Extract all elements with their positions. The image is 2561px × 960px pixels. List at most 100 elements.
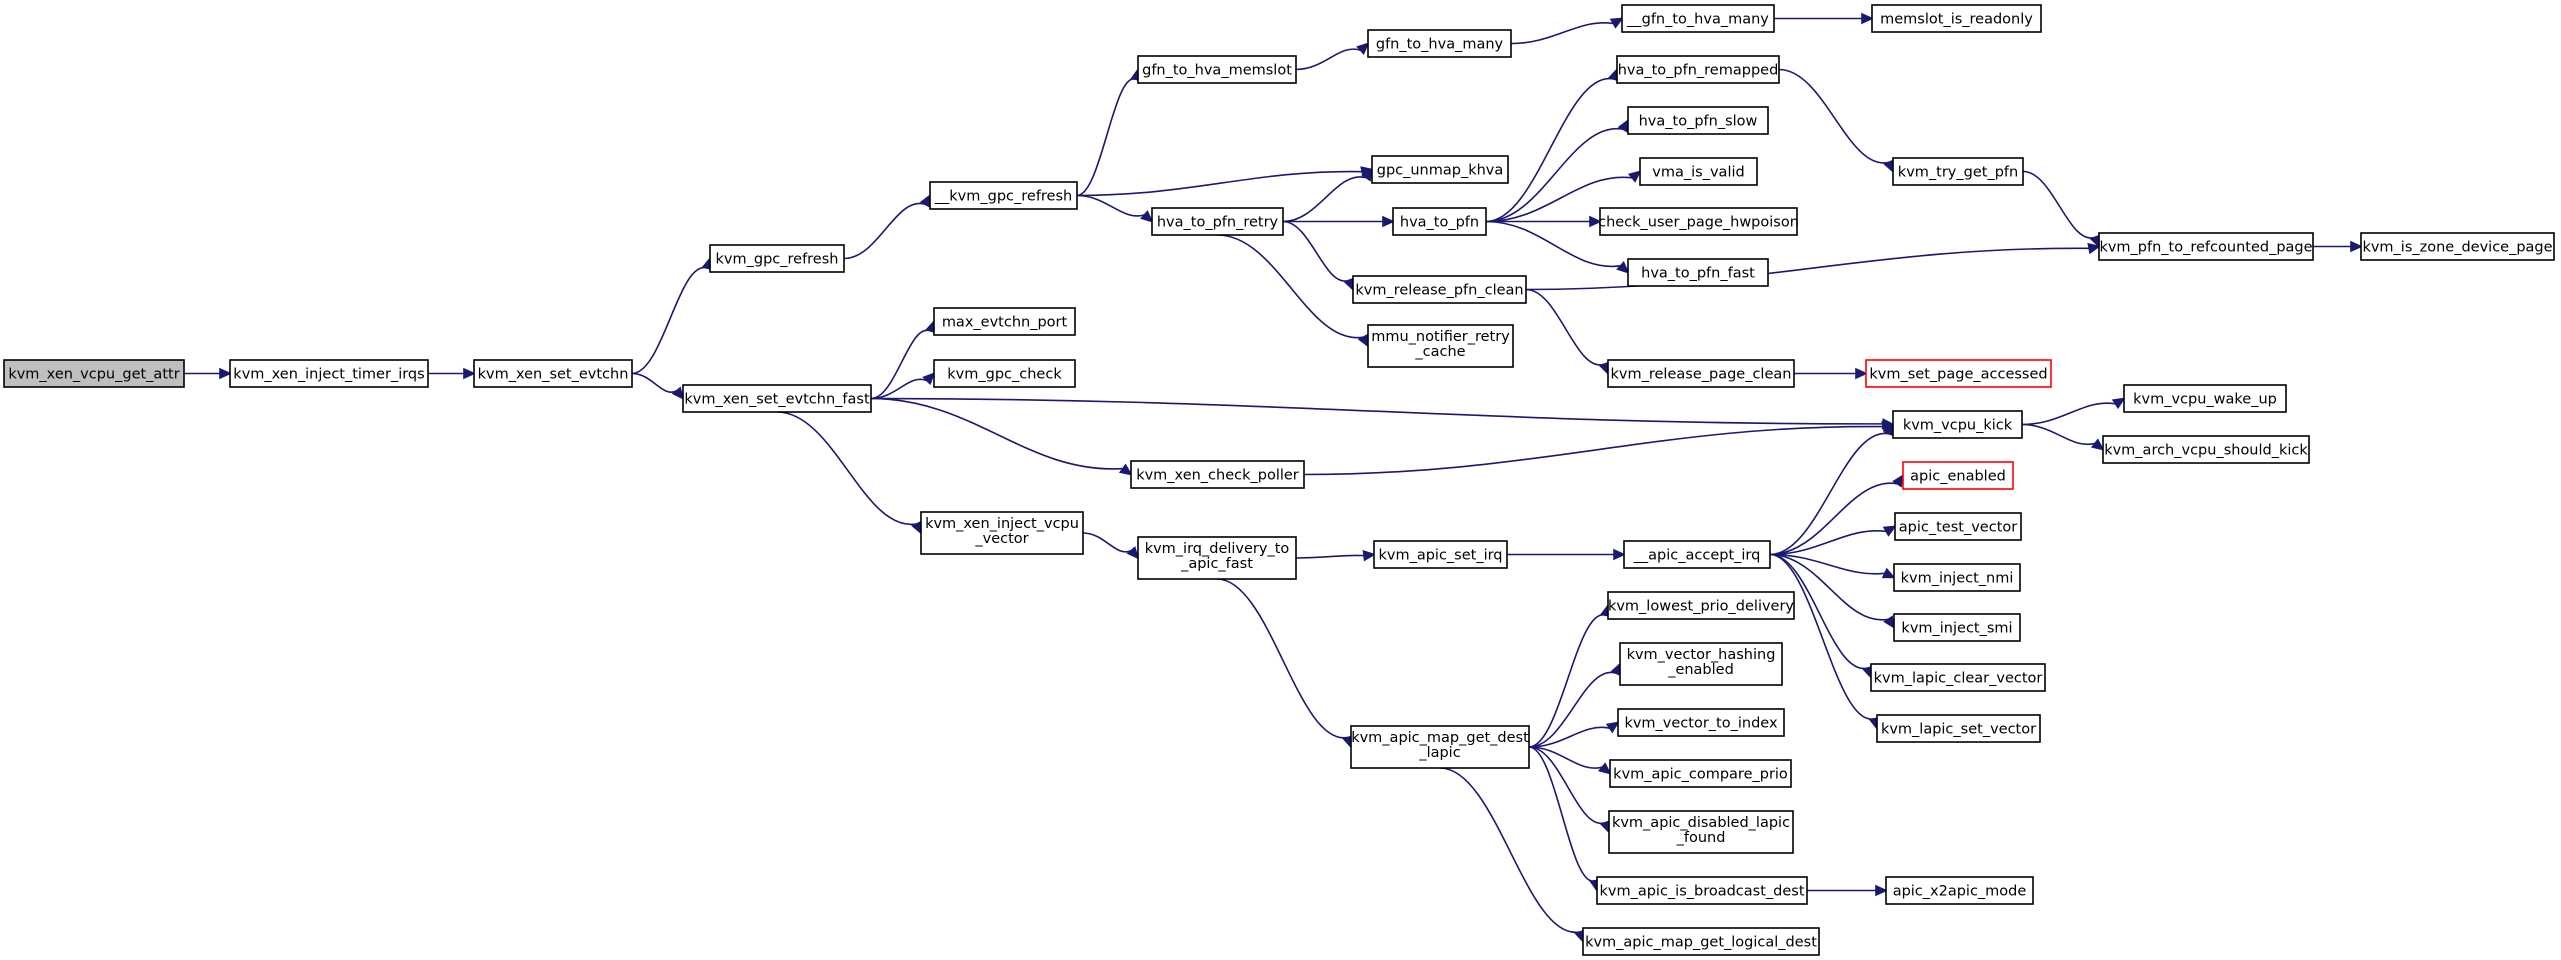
node-label: kvm_vector_hashing [1627, 647, 1776, 663]
edge-gfn-to-hva-memslot-to-gfn-to-hva-many [1295, 42, 1370, 71]
edge-apic-accept-irq-to-inject-smi [1769, 553, 1896, 630]
node-vcpu-wake-up[interactable]: kvm_vcpu_wake_up [2123, 384, 2287, 413]
node-box [2098, 232, 2314, 261]
node-hva-to-pfn[interactable]: hva_to_pfn [1392, 207, 1487, 236]
edge-kgpc-refresh-to-gfn-to-hva-memslot [1076, 67, 1142, 197]
node-label: kvm_vcpu_kick [1903, 418, 2013, 434]
node-gpc-check[interactable]: kvm_gpc_check [933, 359, 1076, 388]
node-vcpu-kick[interactable]: kvm_vcpu_kick [1892, 410, 2023, 439]
node-inject-vcpu-vector[interactable]: kvm_xen_inject_vcpu_vector [920, 511, 1084, 555]
node-apic-accept-irq[interactable]: __apic_accept_irq [1623, 540, 1771, 569]
node-is-zone-device[interactable]: kvm_is_zone_device_page [2360, 232, 2555, 261]
node-x2apic-mode[interactable]: apic_x2apic_mode [1885, 876, 2034, 905]
node-gfn-to-hva-many2[interactable]: __gfn_to_hva_many [1621, 4, 1775, 33]
node-box [1609, 759, 1792, 788]
node-gfn-to-hva-memslot[interactable]: gfn_to_hva_memslot [1137, 55, 1297, 84]
node-map-get-logical[interactable]: kvm_apic_map_get_logical_dest [1582, 927, 1820, 956]
node-box [1623, 540, 1771, 569]
node-compare-prio[interactable]: kvm_apic_compare_prio [1609, 759, 1792, 788]
node-label: kvm_apic_disabled_lapic [1612, 815, 1790, 831]
node-box [1137, 536, 1297, 580]
node-label: __apic_accept_irq [1633, 548, 1761, 564]
node-box [1582, 927, 1820, 956]
edge-is-broadcast-to-x2apic-mode [1807, 884, 1888, 897]
edge-hva-to-pfn-to-check-user-page-hwpoison [1486, 215, 1602, 228]
node-is-broadcast[interactable]: kvm_apic_is_broadcast_dest [1596, 876, 1808, 905]
node-label: _apic_fast [1180, 556, 1253, 572]
node-box [2360, 232, 2555, 261]
node-box [1392, 207, 1487, 236]
node-lapic-clear-vector[interactable]: kvm_lapic_clear_vector [1870, 663, 2046, 692]
node-box [1151, 207, 1284, 236]
node-apic-set-irq[interactable]: kvm_apic_set_irq [1373, 540, 1508, 569]
node-box [1870, 663, 2046, 692]
node-set-evtchn-fast[interactable]: kvm_xen_set_evtchn_fast [682, 384, 872, 413]
node-vma-is-valid[interactable]: vma_is_valid [1639, 157, 1758, 186]
node-set-evtchn[interactable]: kvm_xen_set_evtchn [473, 359, 633, 388]
node-box [1627, 258, 1769, 287]
node-try-get-pfn[interactable]: kvm_try_get_pfn [1892, 157, 2024, 186]
edge-apic-accept-irq-to-lapic-set-vector [1769, 553, 1880, 731]
node-box [1599, 207, 1798, 236]
node-set-page-accessed[interactable]: kvm_set_page_accessed [1865, 359, 2052, 388]
node-label: kvm_irq_delivery_to [1145, 541, 1290, 557]
node-box [1608, 810, 1794, 854]
node-inject-nmi[interactable]: kvm_inject_nmi [1893, 563, 2021, 592]
node-label: apic_test_vector [1899, 520, 2017, 536]
node-hva-to-pfn-retry[interactable]: hva_to_pfn_retry [1151, 207, 1284, 236]
node-release-page-clean[interactable]: kvm_release_page_clean [1607, 359, 1795, 388]
node-gfn-to-hva-many[interactable]: gfn_to_hva_many [1367, 29, 1512, 58]
edge-set-evtchn-to-gpc-refresh [631, 256, 713, 375]
node-memslot-readonly[interactable]: memslot_is_readonly [1871, 4, 2042, 33]
node-should-kick[interactable]: kvm_arch_vcpu_should_kick [2102, 435, 2310, 464]
node-box [1616, 55, 1780, 84]
node-label: hva_to_pfn [1400, 215, 1479, 231]
node-disabled-lapic[interactable]: kvm_apic_disabled_lapic_found [1608, 810, 1794, 854]
edge-apic-set-irq-to-apic-accept-irq [1506, 548, 1626, 561]
edge-hva-to-pfn-retry-to-mmu-notifier [1217, 234, 1369, 348]
node-label: mmu_notifier_retry [1371, 329, 1510, 345]
node-apic-enabled[interactable]: apic_enabled [1902, 461, 2014, 490]
edge-inject-timer-to-set-evtchn [427, 367, 476, 380]
node-box [1137, 55, 1297, 84]
node-label: vma_is_valid [1652, 165, 1744, 181]
node-release-pfn-clean[interactable]: kvm_release_pfn_clean [1352, 275, 1527, 304]
edge-apic-accept-irq-to-apic-enabled [1769, 473, 1905, 556]
node-lapic-set-vector[interactable]: kvm_lapic_set_vector [1876, 714, 2041, 743]
node-gpc-refresh[interactable]: kvm_gpc_refresh [709, 244, 845, 273]
node-map-get-dest-lapic[interactable]: kvm_apic_map_get_dest_lapic [1350, 725, 1530, 769]
node-pfn-to-refcounted[interactable]: kvm_pfn_to_refcounted_page [2098, 232, 2314, 261]
node-inject-smi[interactable]: kvm_inject_smi [1893, 613, 2021, 642]
edge-apic-accept-irq-to-apic-test-vector [1769, 525, 1897, 556]
node-inject-timer[interactable]: kvm_xen_inject_timer_irqs [229, 359, 429, 388]
node-hva-to-pfn-slow[interactable]: hva_to_pfn_slow [1627, 106, 1769, 135]
node-mmu-notifier[interactable]: mmu_notifier_retry_cache [1367, 324, 1514, 368]
edge-set-evtchn-fast-to-vcpu-kick [870, 397, 1895, 430]
node-box [933, 359, 1076, 388]
node-label: gfn_to_hva_memslot [1142, 63, 1292, 79]
node-hva-to-pfn-fast[interactable]: hva_to_pfn_fast [1627, 258, 1769, 287]
node-gpc-unmap-khva[interactable]: gpc_unmap_khva [1371, 155, 1509, 184]
node-vector-to-index[interactable]: kvm_vector_to_index [1617, 708, 1785, 737]
node-label: __gfn_to_hva_many [1626, 12, 1769, 28]
node-max-evtchn-port[interactable]: max_evtchn_port [933, 307, 1076, 336]
node-kgpc-refresh[interactable]: __kvm_gpc_refresh [929, 181, 1078, 210]
node-vector-hashing[interactable]: kvm_vector_hashing_enabled [1619, 642, 1783, 686]
node-lowest-prio[interactable]: kvm_lowest_prio_delivery [1607, 591, 1795, 620]
node-box [1639, 157, 1758, 186]
node-hva-to-pfn-remapped[interactable]: hva_to_pfn_remapped [1616, 55, 1780, 84]
node-check-user-page-hwpoison[interactable]: check_user_page_hwpoison [1598, 207, 1799, 236]
node-box [1367, 29, 1512, 58]
node-label: kvm_xen_inject_timer_irqs [233, 367, 424, 383]
node-label: kvm_inject_nmi [1901, 571, 2014, 587]
node-check-poller[interactable]: kvm_xen_check_poller [1130, 460, 1305, 489]
node-apic-test-vector[interactable]: apic_test_vector [1894, 512, 2022, 541]
node-label: kvm_gpc_check [947, 367, 1062, 383]
node-label: kvm_pfn_to_refcounted_page [2099, 240, 2312, 256]
node-label: hva_to_pfn_retry [1157, 215, 1279, 231]
node-label: kvm_inject_smi [1901, 621, 2012, 637]
node-label: _found [1676, 830, 1726, 846]
node-irq-delivery[interactable]: kvm_irq_delivery_to_apic_fast [1137, 536, 1297, 580]
node-root[interactable]: kvm_xen_vcpu_get_attr [3, 359, 185, 388]
edge-vcpu-kick-to-should-kick [2021, 423, 2105, 451]
